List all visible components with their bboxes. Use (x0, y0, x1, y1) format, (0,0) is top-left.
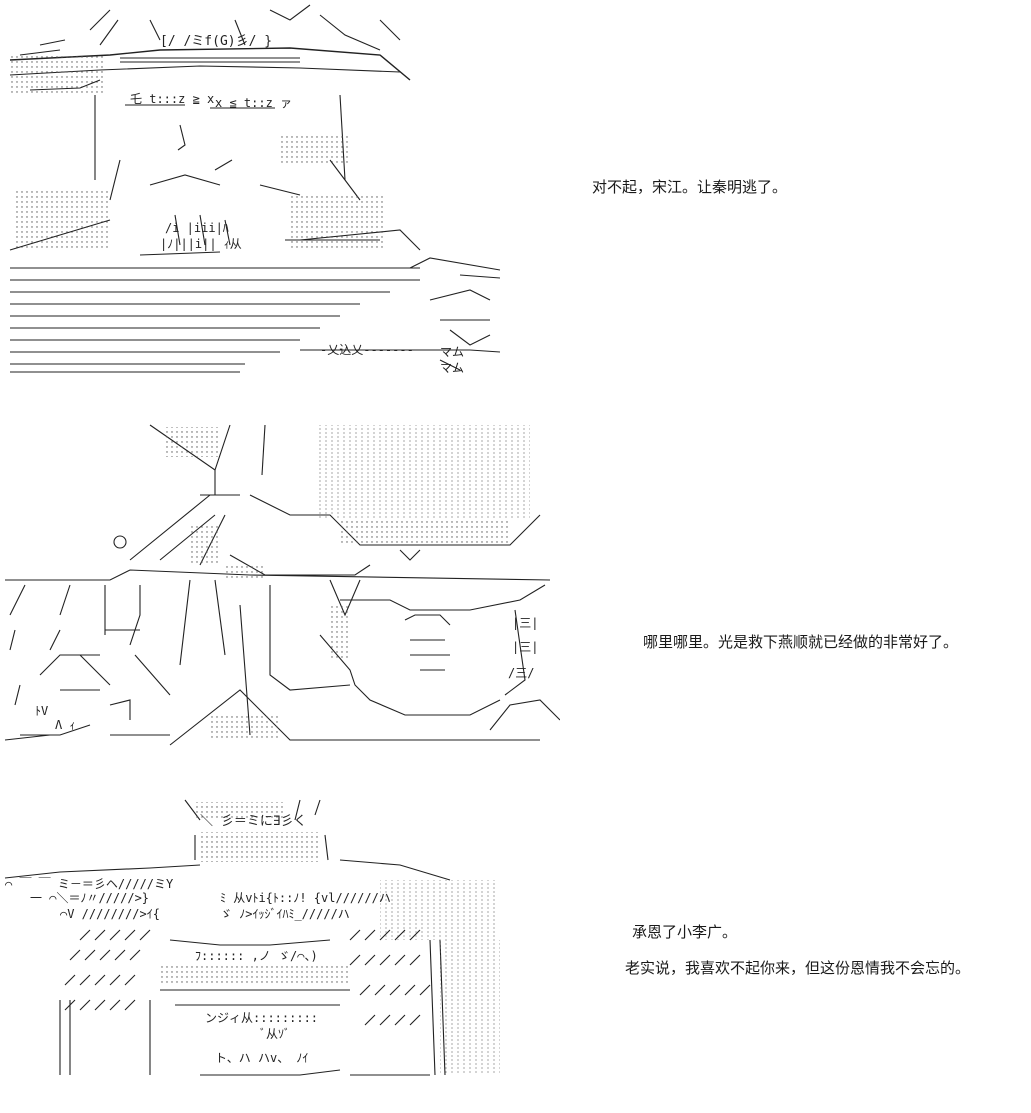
hat-emblem-text: [/ /ミf(G)彡/ } (160, 34, 272, 49)
ascii-art-panel-1: [/ /ミf(G)彡/ } 乇 t:::z ≧ x x ≦ t::z ァ /i … (0, 0, 560, 380)
svg-text:|三|: |三| (512, 616, 538, 630)
svg-text:乇 t:::z ≧ x: 乇 t:::z ≧ x (130, 92, 214, 106)
svg-text:|三|: |三| (512, 640, 538, 654)
svg-text:ンジィ从:::::::::: ンジィ从::::::::: (205, 1011, 318, 1025)
svg-text:マム: マム (440, 345, 464, 359)
svg-text:ﾌ:::::: ,ノ ゞ/⌒、): ﾌ:::::: ,ノ ゞ/⌒、) (195, 949, 318, 963)
ascii-figure-hat-warrior: [/ /ミf(G)彡/ } 乇 t:::z ≧ x x ≦ t::z ァ /i … (9, 4, 501, 375)
svg-text:一 ⌒＼＝ﾉ〃/////>}: 一 ⌒＼＝ﾉ〃/////>} (30, 891, 149, 905)
svg-text:⌒V ////////>ｲ{: ⌒V ////////>ｲ{ (60, 907, 160, 921)
caption-panel-2: 哪里哪里。光是救下燕顺就已经做的非常好了。 (643, 633, 959, 651)
caption-panel-1: 对不起，宋江。让秦明逃了。 (592, 178, 788, 196)
svg-text:x ≦ t::z ァ: x ≦ t::z ァ (215, 96, 292, 110)
caption-panel-3-line-1: 承恩了小李广。 (632, 923, 738, 941)
caption-panel-3-line-2: 老实说，我喜欢不起你来，但这份恩情我不会忘的。 (625, 959, 971, 977)
svg-text:ト、ハ ハv、 ﾉｲ: ト、ハ ハv、 ﾉｲ (215, 1051, 308, 1065)
svg-text:ﾄV: ﾄV (35, 704, 48, 718)
svg-text:-乂込乂-------: -乂込乂------- (320, 343, 414, 357)
ascii-scene-room: ﾄV Λ ｨ |三| |三| /三/ (4, 424, 560, 746)
svg-text:ゞ ﾉ>ｲｯｼﾞｲﾊﾐ_/////ハ: ゞ ﾉ>ｲｯｼﾞｲﾊﾐ_/////ハ (220, 907, 350, 921)
svg-text:/i |iii|ﾊ: /i |iii|ﾊ (165, 221, 229, 235)
svg-text:⌒ ￣ ￣ ミ－＝彡ヘ/////ミY: ⌒ ￣ ￣ ミ－＝彡ヘ/////ミY (5, 877, 174, 891)
svg-text:ﾞ从ｿﾞ: ﾞ从ｿﾞ (260, 1027, 290, 1041)
ascii-art-panel-3: ＼ 彡＝ミに∃彡く ⌒ ￣ ￣ ミ－＝彡ヘ/////ミY 一 ⌒＼＝ﾉ〃////… (0, 790, 560, 1090)
ascii-figure-bowing: ＼ 彡＝ミに∃彡く ⌒ ￣ ￣ ミ－＝彡ヘ/////ミY 一 ⌒＼＝ﾉ〃////… (4, 799, 500, 1076)
svg-text:マム: マム (440, 361, 464, 375)
svg-text:ﾐ 从vﾄi{ﾄ::ﾉ! {vl//////ハ: ﾐ 从vﾄi{ﾄ::ﾉ! {vl//////ハ (220, 891, 391, 905)
ascii-art-panel-2: ﾄV Λ ｨ |三| |三| /三/ (0, 415, 560, 755)
svg-text:|ﾉ|||i|| ｨ从: |ﾉ|||i|| ｨ从 (160, 237, 242, 251)
svg-text:＼ 彡＝ミに∃彡く: ＼ 彡＝ミに∃彡く (200, 814, 307, 829)
svg-text:/三/: /三/ (508, 666, 534, 680)
svg-text:Λ ｨ: Λ ｨ (55, 718, 75, 732)
